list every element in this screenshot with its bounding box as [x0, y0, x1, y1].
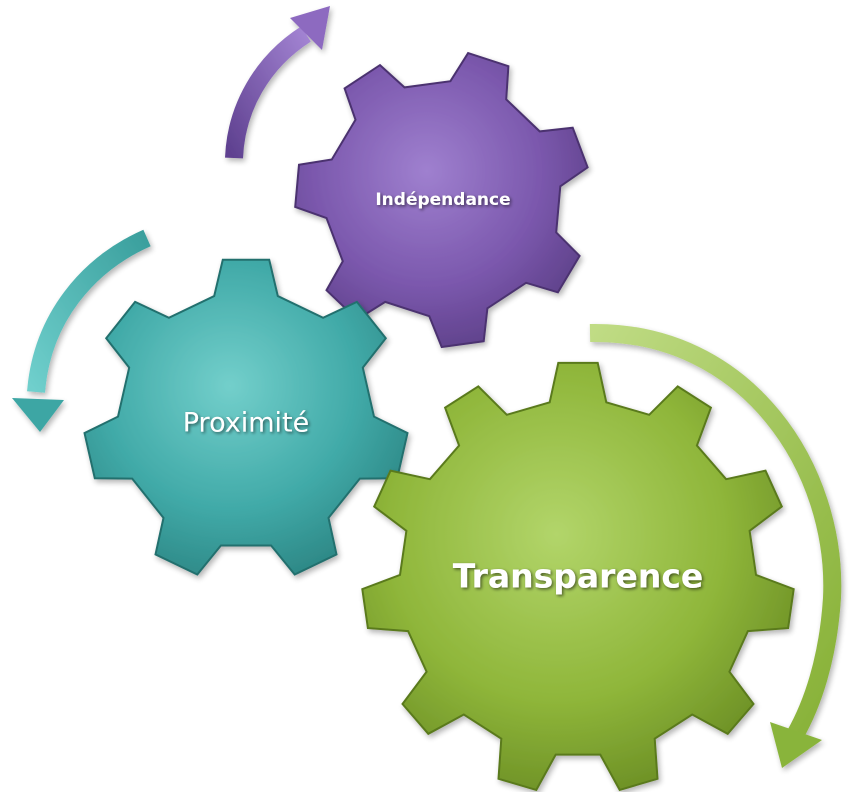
gear-transparence: Transparence	[361, 361, 795, 792]
gear-transparence-label: Transparence	[453, 557, 704, 596]
purple-rotation-arrow	[225, 6, 330, 159]
gear-proximité-label: Proximité	[183, 408, 309, 439]
green-rotation-arrow	[589, 323, 842, 768]
gear-indépendance-shape	[294, 51, 589, 349]
gear-transparence-shape	[361, 361, 795, 792]
gear-indépendance-label: Indépendance	[375, 190, 510, 210]
gear-proximité-shape	[83, 258, 409, 576]
teal-rotation-arrow	[12, 229, 151, 432]
gear-proximité: Proximité	[83, 258, 409, 576]
gear-indépendance: Indépendance	[294, 51, 589, 349]
